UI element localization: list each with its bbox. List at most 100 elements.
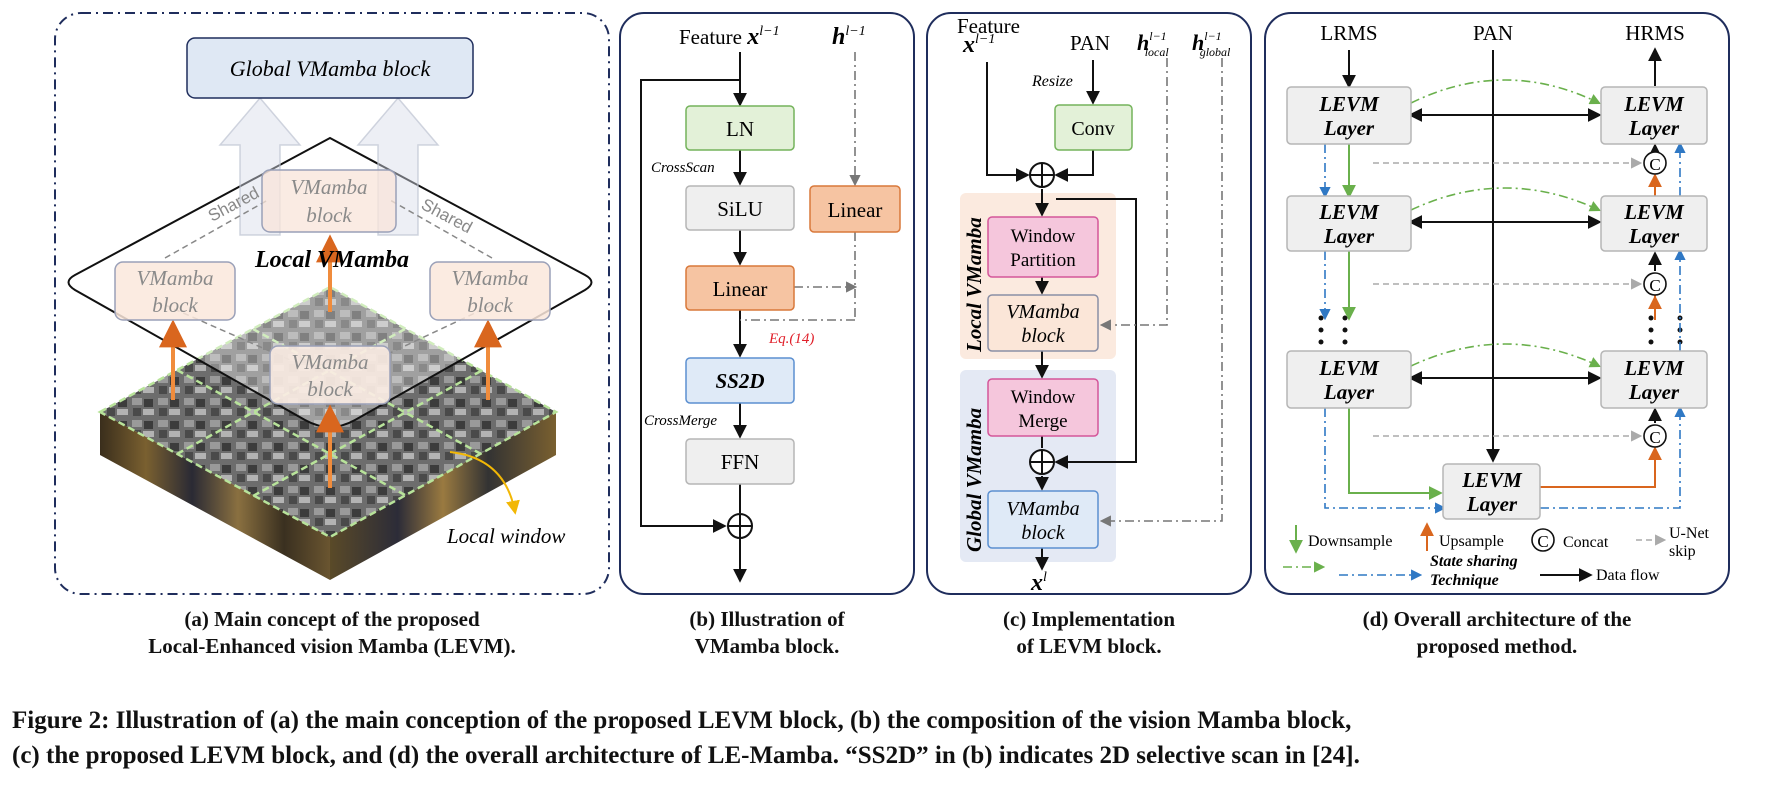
r1-line1: LEVM: [1623, 92, 1685, 116]
l1-line1: LEVM: [1318, 92, 1380, 116]
orange-up-arrows: [159, 234, 502, 488]
c-feature-label: Feature: [957, 14, 1020, 38]
b-ffn-box: FFN: [685, 438, 795, 485]
bottom-line1: LEVM: [1461, 468, 1523, 492]
local-window-arrow: [449, 451, 520, 515]
c-main-flow: [986, 60, 1137, 571]
levm-layer-l1: LEVM Layer: [1286, 86, 1412, 145]
d-legend: Downsample Upsample C Concat U-Net skip …: [1283, 522, 1710, 589]
panel-a-frame: [54, 12, 610, 595]
caption-a-line2: Local-Enhanced vision Mamba (LEVM).: [148, 634, 516, 658]
r3-line1: LEVM: [1623, 356, 1685, 380]
lrms-label: LRMS: [1320, 21, 1377, 45]
l2-line2: Layer: [1323, 224, 1375, 248]
slab-right-side: [330, 412, 556, 580]
r2-line1: LEVM: [1623, 200, 1685, 224]
conv-label: Conv: [1071, 118, 1114, 140]
caption-d-line1: (d) Overall architecture of the: [1362, 607, 1632, 631]
legend-upsample: Upsample: [1439, 533, 1504, 550]
panel-a: Shared Shared VMamba block VMamba block …: [54, 12, 610, 595]
vmamba-block-top: VMamba block: [261, 169, 397, 233]
levm-layer-bottom: LEVM Layer: [1442, 463, 1541, 520]
caption-c: (c) Implementation of LEVM block.: [927, 606, 1251, 660]
vmamba-block-right: VMamba block: [429, 261, 551, 321]
legend-state-2: Technique: [1430, 572, 1499, 589]
l1-line2: Layer: [1323, 116, 1375, 140]
ln-label: LN: [726, 117, 754, 141]
b-add-node: [727, 513, 753, 539]
global-vmamba-label: Global VMamba block: [230, 56, 432, 81]
concat-c2: C: [1649, 276, 1660, 295]
concat-c3: C: [1649, 428, 1660, 447]
caption-d: (d) Overall architecture of the proposed…: [1265, 606, 1729, 660]
d-unet-skips: [1373, 157, 1643, 442]
crossscan-label: CrossScan: [651, 160, 715, 176]
legend-downsample: Downsample: [1308, 533, 1392, 550]
ss2d-label: SS2D: [715, 369, 764, 393]
wp-line2: Partition: [1010, 250, 1076, 271]
legend-concat-c: C: [1537, 532, 1548, 551]
ellipsis-dots: [1318, 315, 1683, 345]
b-ss2d-box: SS2D: [685, 357, 795, 404]
panel-b-frame: [619, 12, 915, 595]
levm-layer-r2: LEVM Layer: [1600, 195, 1708, 252]
panel-d-frame: [1264, 12, 1730, 595]
block-left-line2: block: [152, 293, 198, 317]
b-feature-label: Feature xl−1: [679, 24, 780, 50]
global-vmamba-side-label: Global VMamba: [962, 408, 986, 552]
crossmerge-label: CrossMerge: [644, 413, 717, 429]
caption-b-line1: (b) Illustration of: [689, 607, 845, 631]
d-pan-label: PAN: [1473, 21, 1513, 45]
vml-line2: block: [1021, 325, 1065, 347]
levm-layer-l3: LEVM Layer: [1286, 350, 1412, 409]
concat-node-3: C: [1643, 424, 1667, 448]
block-center-line2: block: [307, 377, 353, 401]
legend-unet-1: U-Net: [1669, 525, 1710, 542]
bottom-line2: Layer: [1466, 492, 1518, 516]
local-window-label: Local window: [446, 524, 565, 548]
b-silu-box: SiLU: [685, 185, 795, 231]
d-downsample-arrows: [1342, 144, 1443, 500]
c-output-symbol: xl: [1030, 570, 1047, 596]
vml-line1: VMamba: [1006, 301, 1079, 323]
vmamba-block-left: VMamba block: [114, 261, 236, 321]
ffn-label: FFN: [721, 450, 760, 474]
b-ln-box: LN: [685, 105, 795, 151]
block-top-line1: VMamba: [291, 175, 368, 199]
b-linear-left-box: Linear: [685, 265, 795, 311]
c-x-symbol: xl−1: [962, 32, 995, 58]
b-side-path: [740, 52, 861, 321]
block-center-line1: VMamba: [292, 350, 369, 374]
d-state-arcs: [1410, 79, 1602, 368]
c-add-node-bottom: [1029, 449, 1055, 475]
c-state-paths: [1099, 58, 1223, 527]
window-grid: [97, 285, 559, 539]
vmamba-block-center: VMamba block: [269, 345, 391, 405]
resize-label: Resize: [1031, 73, 1073, 90]
global-vmamba-box: [186, 37, 474, 99]
l2-line1: LEVM: [1318, 200, 1380, 224]
concat-node-2: C: [1643, 272, 1667, 296]
b-h-label: hl−1: [832, 24, 866, 50]
linear-right-label: Linear: [828, 198, 883, 222]
block-right-line2: block: [467, 293, 513, 317]
legend-concat-icon: [1531, 528, 1555, 552]
caption-a-line1: (a) Main concept of the proposed: [184, 607, 480, 631]
local-vmamba-side-label: Local VMamba: [962, 217, 986, 353]
caption-c-line2: of LEVM block.: [1016, 634, 1162, 658]
legend-state-1: State sharing: [1430, 553, 1518, 570]
block-left-line1: VMamba: [137, 266, 214, 290]
eq-label: Eq.(14): [768, 331, 814, 347]
levm-layer-r3: LEVM Layer: [1600, 350, 1708, 409]
legend-dataflow: Data flow: [1596, 567, 1660, 584]
figure-caption-line1: Figure 2: Illustration of (a) the main c…: [12, 707, 1352, 734]
slab-left-side: [100, 412, 330, 580]
r1-line2: Layer: [1628, 116, 1680, 140]
hrms-label: HRMS: [1625, 21, 1685, 45]
local-vmamba-label: Local VMamba: [254, 247, 409, 273]
block-top-line2: block: [306, 203, 352, 227]
r2-line2: Layer: [1628, 224, 1680, 248]
concat-c1: C: [1649, 155, 1660, 174]
